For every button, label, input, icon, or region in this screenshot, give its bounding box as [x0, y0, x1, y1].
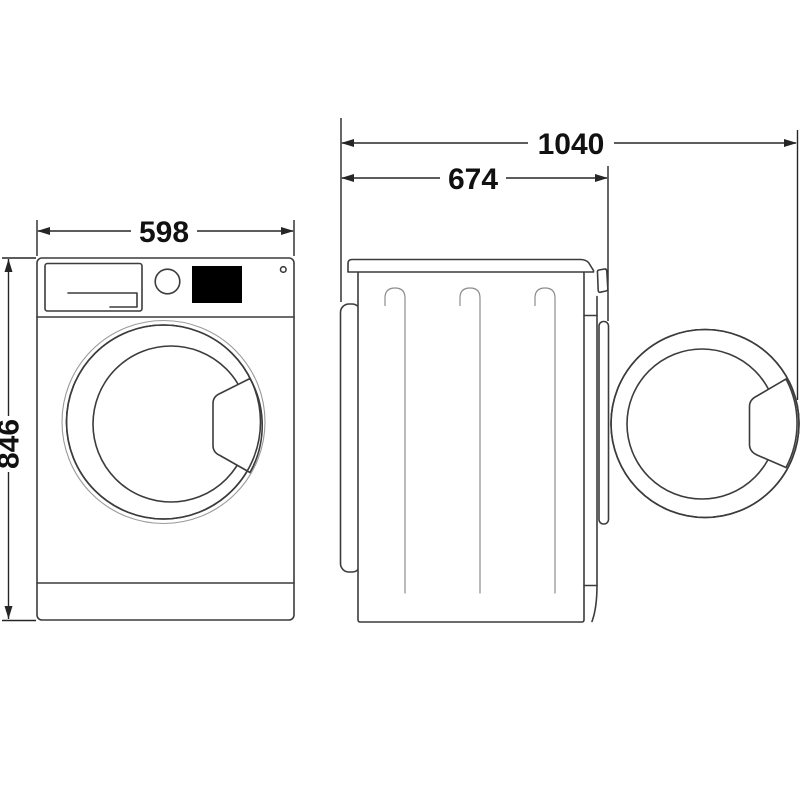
- program-knob: [154, 268, 181, 295]
- power-indicator: [279, 265, 287, 274]
- control-panel-side: [596, 268, 609, 294]
- side-groove: [534, 287, 556, 594]
- open-door-edge: [598, 320, 610, 525]
- cabinet-side: [357, 270, 585, 623]
- detergent-drawer: [44, 262, 143, 312]
- label-backing: [440, 161, 506, 195]
- label-backing: [131, 214, 197, 248]
- side-view: [339, 258, 800, 623]
- arrowhead-up-icon: [4, 259, 13, 272]
- arrowhead-down-icon: [4, 606, 13, 619]
- front-view: [36, 257, 295, 621]
- depth-open-label: 1040: [538, 128, 605, 161]
- door: [61, 319, 266, 525]
- depth-label: 674: [448, 163, 498, 196]
- arrowhead-right-icon: [784, 139, 797, 147]
- dimension-height-846: 846: [0, 257, 36, 622]
- label-backing: [528, 126, 614, 160]
- door-handle: [212, 377, 264, 474]
- side-groove: [459, 287, 481, 594]
- display: [192, 266, 242, 303]
- arrowhead-right-icon: [281, 227, 294, 235]
- drawer-handle: [67, 292, 138, 308]
- width-label: 598: [139, 216, 189, 249]
- label-backing: [0, 416, 27, 472]
- dimension-depth-674: 674: [341, 161, 609, 321]
- dimension-width-598: 598: [36, 214, 295, 256]
- arrowhead-left-icon: [341, 139, 354, 147]
- door-rim-overlay: [65, 324, 262, 520]
- front-edge: [591, 295, 598, 623]
- arrowhead-left-icon: [341, 174, 354, 182]
- open-door-face-overlay: [610, 328, 800, 519]
- open-door: [610, 328, 800, 519]
- open-door-handle: [748, 378, 798, 469]
- side-groove: [384, 287, 406, 594]
- height-label: 846: [0, 419, 26, 469]
- arrowhead-right-icon: [595, 174, 608, 182]
- door-outer-rim: [61, 319, 266, 525]
- top-lid: [347, 258, 595, 273]
- dimension-depth-1040: 1040: [340, 118, 799, 400]
- arrowhead-left-icon: [37, 227, 50, 235]
